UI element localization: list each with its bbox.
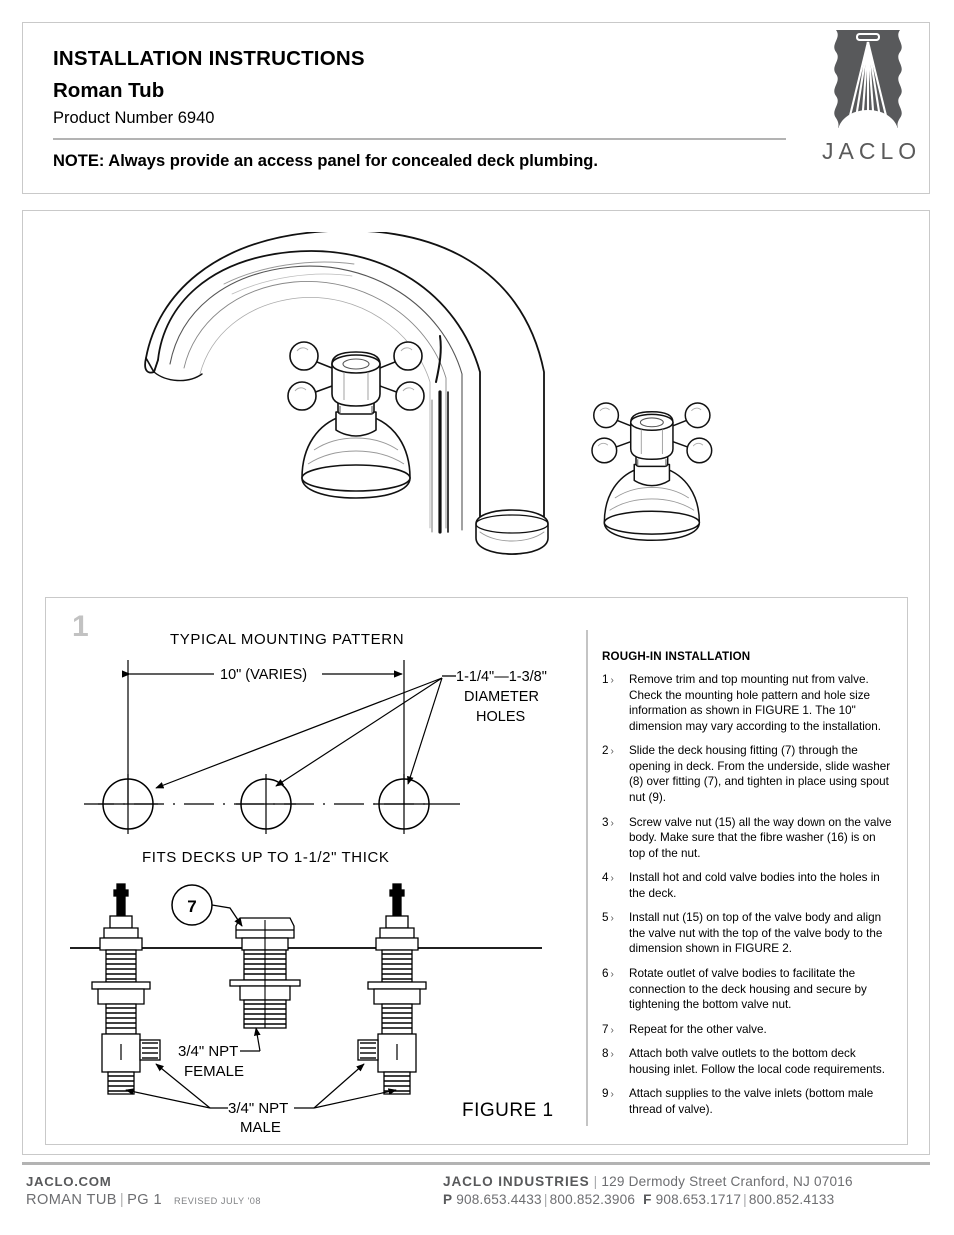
footer-website[interactable]: JACLO.COM [26,1174,112,1189]
footer-right-block: JACLO INDUSTRIES|129 Dermody Street Cran… [443,1174,853,1207]
instruction-step-text: Install nut (15) on top of the valve bod… [629,911,883,956]
figure-caption: FIGURE 1 [462,1100,554,1121]
instruction-step-number: 6› [602,967,614,980]
instruction-step: 7› Repeat for the other valve. [602,1022,894,1038]
footer-contact-line: P 908.653.4433|800.852.3906 F 908.653.17… [443,1192,853,1207]
instruction-step-text: Attach supplies to the valve inlets (bot… [629,1087,874,1116]
footer-address: 129 Dermody Street Cranford, NJ 07016 [601,1174,853,1189]
svg-text:7: 7 [187,897,196,916]
product-number: Product Number 6940 [53,109,215,127]
footer-page-number: PG 1 [127,1192,162,1208]
instruction-step-text: Rotate outlet of valve bodies to facilit… [629,967,867,1012]
instruction-step-number: 7› [602,1022,614,1036]
hole-callout-size: 1-1/4"—1-3/8" [456,669,547,685]
mounting-pattern-drawing: TYPICAL MOUNTING PATTERN 10" (VARIES) 1-… [70,631,554,1133]
instruction-step: 9› Attach supplies to the valve inlets (b… [602,1086,894,1117]
footer-divider [22,1162,930,1165]
instruction-step-number: 2› [602,744,614,758]
hole-callout-diameter: DIAMETER [464,689,539,705]
footer-company-line: JACLO INDUSTRIES|129 Dermody Street Cran… [443,1174,853,1189]
instruction-step-text: Install hot and cold valve bodies into t… [629,871,880,900]
instruction-step: 4› Install hot and cold valve bodies into… [602,870,894,901]
instruction-step-text: Remove trim and top mounting nut from va… [629,673,882,733]
npt-female-label-1: 3/4" NPT [178,1043,238,1060]
step-number-badge: 1 [72,610,89,643]
instruction-step-number: 4› [602,871,614,885]
right-cross-handle [591,402,713,541]
balloon-callout-7: 7 [171,884,243,927]
left-valve-body [91,883,161,1095]
npt-male-label-1: 3/4" NPT [228,1100,288,1117]
instruction-step-text: Slide the deck housing fitting (7) throu… [629,744,891,804]
instruction-step: 5› Install nut (15) on top of the valve b… [602,910,894,957]
footer-left-block: JACLO.COM ROMAN TUB|PG 1 REVISED JULY '08 [26,1174,261,1208]
footer-fax-1: 908.653.1717 [655,1192,742,1207]
instruction-step-number: 9› [602,1087,614,1101]
instruction-step-number: 8› [602,1047,614,1061]
footer-phone-pipe: | [543,1192,548,1207]
footer-company-pipe: | [593,1174,598,1189]
right-valve-body [357,883,427,1095]
panel-divider [586,630,588,1126]
instruction-step-text: Repeat for the other valve. [629,1022,767,1036]
instruction-step: 2› Slide the deck housing fitting (7) thr… [602,743,894,805]
access-panel-note: NOTE: Always provide an access panel for… [53,152,598,170]
footer-revised-date: REVISED JULY '08 [173,1196,261,1206]
instruction-step-number: 5› [602,911,614,925]
footer-phone-2: 800.852.3906 [549,1192,636,1207]
instruction-steps-list: 1› Remove trim and top mounting nut from … [602,672,894,1118]
footer-pipe: | [119,1192,125,1208]
footer-doc-name: ROMAN TUB [26,1192,117,1208]
deck-housing-fitting [229,917,301,1029]
roman-tub-faucet-illustration [144,232,713,555]
footer-fax-2: 800.852.4133 [748,1192,835,1207]
jaclo-logo: JACLO [822,28,922,178]
header-panel: INSTALLATION INSTRUCTIONS Roman Tub Prod… [22,22,930,194]
showerhead-logo-icon [834,30,902,128]
instruction-step-text: Attach both valve outlets to the bottom … [629,1047,885,1076]
instruction-step-number: 1› [602,673,614,686]
left-cross-handle [287,341,425,499]
footer-doc-line: ROMAN TUB|PG 1 REVISED JULY '08 [26,1192,261,1208]
instruction-step: 8› Attach both valve outlets to the botto… [602,1046,894,1077]
footer-company-name: JACLO INDUSTRIES [443,1174,590,1189]
dimension-label: 10" (VARIES) [220,667,307,683]
page-title: INSTALLATION INSTRUCTIONS [53,47,365,70]
deck-thickness-note: FITS DECKS UP TO 1-1/2" THICK [142,849,390,866]
footer-phone-label: P [443,1192,453,1207]
header-divider [53,138,786,140]
hole-callout-holes: HOLES [476,709,525,725]
figure-1-panel: 1 TYPICAL MOUNTING PATTERN 10" (VARIES) … [45,597,908,1145]
jaclo-wordmark: JACLO [822,138,922,164]
product-name: Roman Tub [53,79,165,102]
footer-fax-pipe: | [743,1192,747,1207]
rough-in-instructions: ROUGH-IN INSTALLATION 1› Remove trim and … [602,650,894,1127]
instruction-step-text: Screw valve nut (15) all the way down on… [629,815,892,860]
diagram-title: TYPICAL MOUNTING PATTERN [170,631,404,648]
instructions-heading: ROUGH-IN INSTALLATION [602,650,751,663]
npt-female-label-2: FEMALE [184,1063,244,1080]
footer-phone-1: 908.653.4433 [456,1192,542,1207]
instruction-step: 6› Rotate outlet of valve bodies to facil… [602,966,894,1013]
footer-fax-label: F [643,1192,652,1207]
instruction-step: 3› Screw valve nut (15) all the way down … [602,815,894,862]
instruction-step: 1› Remove trim and top mounting nut from … [602,672,894,734]
npt-male-label-2: MALE [240,1119,281,1133]
content-panel [22,210,930,1155]
instruction-step-number: 3› [602,815,614,829]
